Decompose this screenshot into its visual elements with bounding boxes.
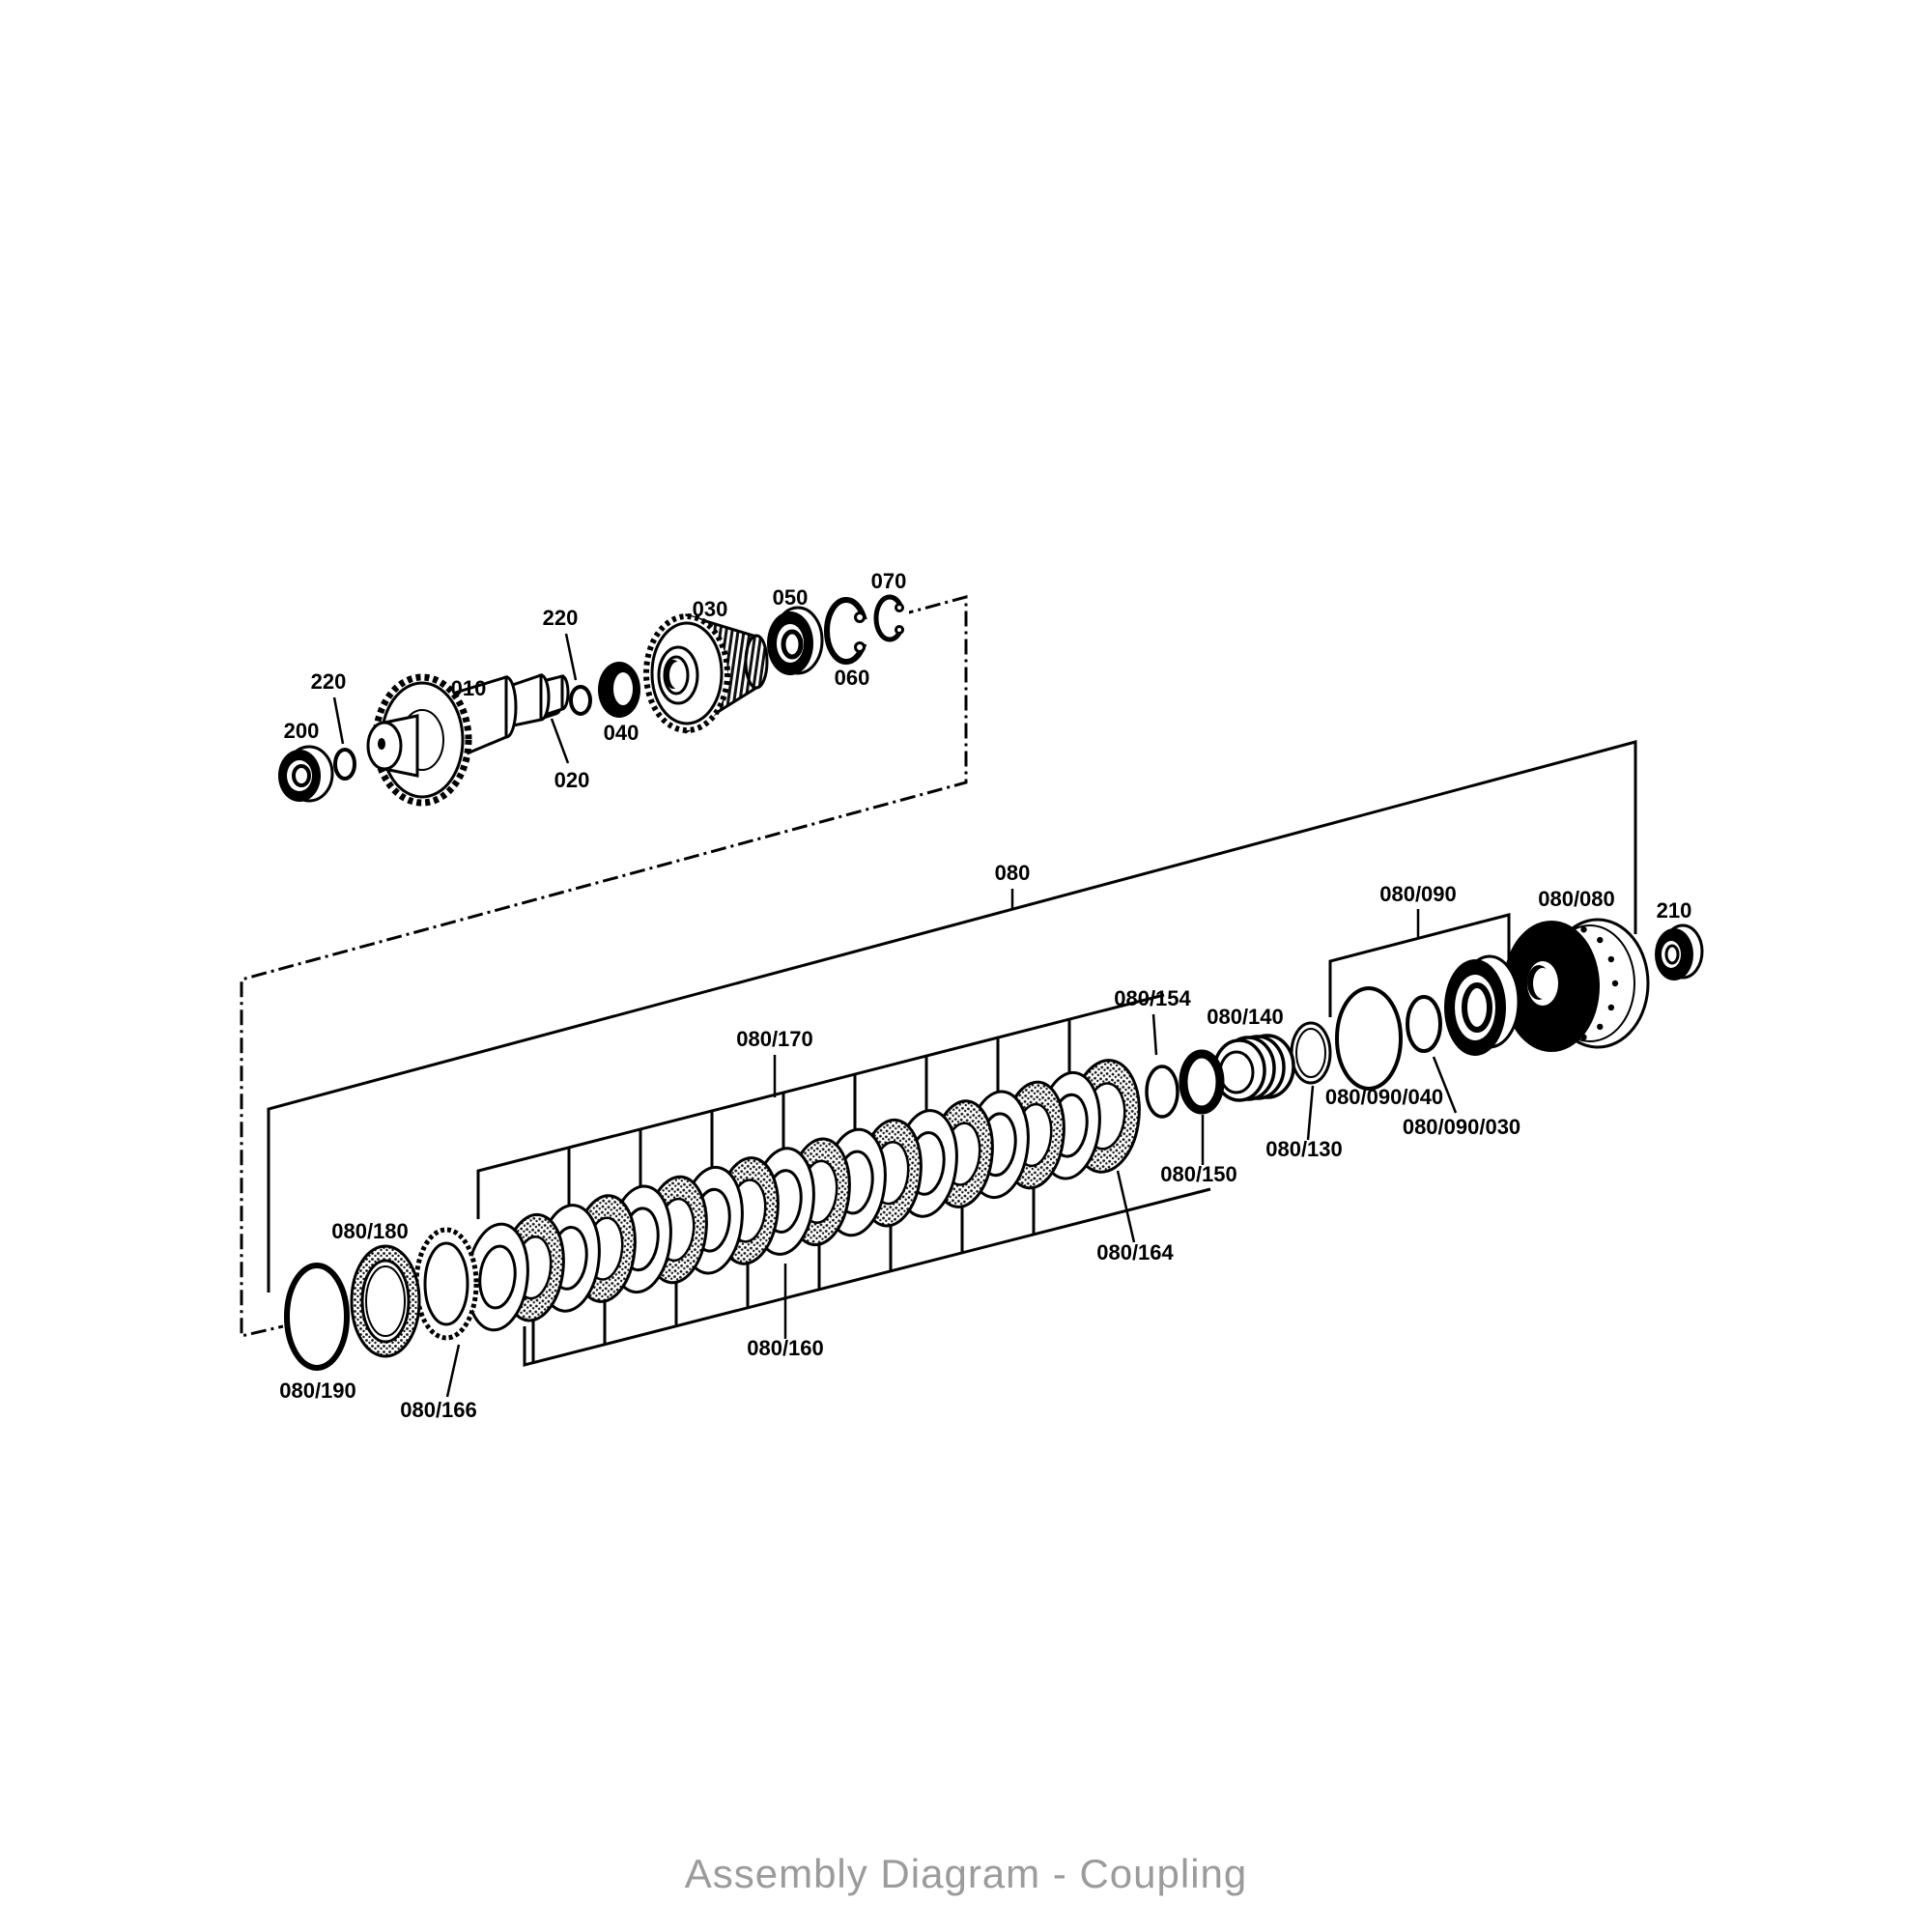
o-ring-080-090-040 bbox=[1335, 986, 1403, 1091]
part-label-080: 080 bbox=[995, 861, 1031, 885]
corrugated-washer-080-166 bbox=[413, 1227, 479, 1341]
rivet-hole bbox=[1597, 1023, 1604, 1031]
part-label-220-b: 220 bbox=[543, 606, 579, 630]
part-label-210: 210 bbox=[1657, 898, 1692, 923]
drum-rivet-holes bbox=[1580, 926, 1619, 1040]
bearing-080-090 bbox=[1444, 954, 1520, 1056]
o-ring-220-b bbox=[569, 685, 592, 716]
rivet-hole bbox=[1580, 1034, 1587, 1040]
snap-ring-060 bbox=[824, 597, 870, 665]
part-label-020: 020 bbox=[554, 768, 590, 792]
snap-ring-080-190 bbox=[284, 1263, 350, 1371]
leader-lines bbox=[332, 633, 1458, 1398]
shaft-gear-010 bbox=[366, 672, 570, 807]
disc-pack-frame-top bbox=[476, 993, 1165, 1219]
part-label-070: 070 bbox=[871, 569, 907, 593]
part-label-080-150: 080/150 bbox=[1160, 1162, 1237, 1186]
bearing-200 bbox=[278, 745, 334, 803]
part-label-080-180: 080/180 bbox=[331, 1219, 409, 1243]
part-label-030: 030 bbox=[693, 597, 728, 621]
bearing-050 bbox=[767, 606, 824, 675]
part-label-050: 050 bbox=[773, 585, 809, 610]
rivet-hole bbox=[1597, 936, 1604, 944]
steel-disc bbox=[466, 1222, 529, 1332]
o-ring-080-090-030 bbox=[1406, 995, 1442, 1053]
rivet-hole bbox=[1580, 926, 1587, 933]
leader-line-080-164 bbox=[1116, 1170, 1136, 1243]
main-assembly-frame bbox=[267, 740, 1637, 1293]
part-label-080-166: 080/166 bbox=[400, 1398, 477, 1422]
rivet-hole bbox=[1611, 980, 1619, 987]
leader-line-080-166 bbox=[445, 1344, 461, 1398]
group-080-090-bracket bbox=[1328, 913, 1511, 1017]
part-label-220-a: 220 bbox=[311, 669, 347, 694]
leader-line-080-130 bbox=[1306, 1085, 1315, 1141]
part-label-080-190: 080/190 bbox=[279, 1378, 356, 1403]
sub-assembly-boundary bbox=[240, 595, 968, 1338]
diagram-caption: Assembly Diagram - Coupling bbox=[684, 1851, 1248, 1896]
part-label-080-160: 080/160 bbox=[747, 1336, 824, 1360]
part-label-080-090: 080/090 bbox=[1379, 882, 1457, 906]
snap-ring-070 bbox=[873, 594, 909, 642]
part-label-080-154: 080/154 bbox=[1114, 986, 1191, 1010]
rivet-hole bbox=[1607, 1004, 1615, 1011]
disc-pack-frame-bottom bbox=[523, 1186, 1211, 1367]
ring-080-150 bbox=[1179, 1049, 1225, 1115]
rivet-hole bbox=[1607, 955, 1615, 963]
end-disc-080-180 bbox=[350, 1244, 421, 1358]
part-labels: 200 220 010 020 220 040 030 050 060 070 080 080/170… bbox=[279, 569, 1691, 1422]
part-label-060: 060 bbox=[835, 666, 870, 690]
part-label-080-090-040: 080/090/040 bbox=[1325, 1085, 1443, 1109]
leader-line-020 bbox=[550, 718, 570, 764]
part-label-080-164: 080/164 bbox=[1096, 1240, 1174, 1264]
ring-080-130 bbox=[1290, 1021, 1332, 1085]
ring-080-154 bbox=[1145, 1065, 1179, 1119]
o-ring-220-a bbox=[333, 748, 356, 781]
leader-line-080-154 bbox=[1151, 1013, 1158, 1056]
ring-040 bbox=[598, 662, 640, 718]
leader-line-220-a bbox=[332, 696, 345, 745]
part-label-080-090-030: 080/090/030 bbox=[1403, 1115, 1520, 1139]
gear-hub-030 bbox=[643, 612, 769, 734]
part-label-080-170: 080/170 bbox=[736, 1027, 813, 1051]
bearing-210 bbox=[1655, 923, 1704, 980]
leader-line-080-090-030 bbox=[1432, 1056, 1458, 1114]
part-label-200: 200 bbox=[284, 719, 320, 743]
leader-line-220-b bbox=[564, 633, 578, 681]
clutch-drum-080-080 bbox=[1503, 918, 1650, 1055]
wave-spring-080-140 bbox=[1212, 1034, 1295, 1102]
part-label-040: 040 bbox=[604, 721, 639, 745]
part-label-080-080: 080/080 bbox=[1538, 887, 1615, 911]
part-label-080-140: 080/140 bbox=[1207, 1005, 1284, 1029]
part-label-080-130: 080/130 bbox=[1265, 1137, 1343, 1161]
part-label-010: 010 bbox=[451, 676, 487, 700]
clutch-disc-pack bbox=[466, 1059, 1141, 1332]
